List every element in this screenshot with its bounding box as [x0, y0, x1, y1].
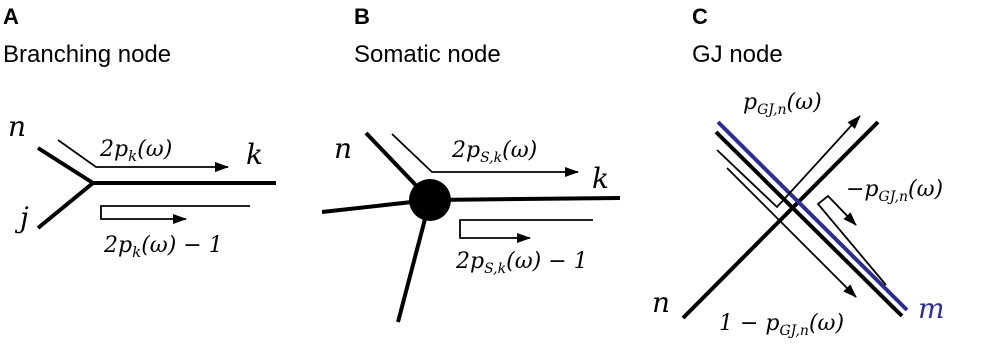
panel-a-title: Branching node: [3, 41, 171, 68]
panel-b-letter: B: [354, 4, 370, 29]
reflect-arrow: [726, 167, 857, 298]
panel-a-letter: A: [3, 4, 19, 29]
label-n: n: [652, 286, 670, 319]
right-prob-label: −pGJ,n(ω): [846, 177, 943, 205]
panel-b: B Somatic node n k 2pS,k(ω) 2pS,k(ω) − 1: [321, 4, 621, 323]
label-k: k: [592, 162, 609, 195]
branch-k: [429, 196, 621, 202]
panel-a: A Branching node n j k 2pk(ω) 2pk(ω) − 1: [3, 4, 276, 261]
bottom-prob-label: 1 − pGJ,n(ω): [719, 311, 844, 339]
upper-prob-label: 2pS,k(ω): [451, 138, 537, 166]
lower-flow-arrow: [459, 219, 593, 243]
upper-flow-arrow: [391, 133, 579, 177]
panel-c-letter: C: [692, 4, 708, 29]
upper-prob-label: 2pk(ω): [99, 137, 172, 165]
label-m: m: [918, 292, 945, 325]
gj-branch-m: [716, 120, 909, 312]
lower-flow-arrow: [100, 205, 250, 224]
panel-b-title: Somatic node: [354, 41, 501, 68]
label-k: k: [246, 138, 263, 171]
top-prob-label: pGJ,n(ω): [743, 90, 822, 118]
label-n: n: [8, 110, 26, 143]
lower-prob-label: 2pS,k(ω) − 1: [455, 249, 588, 277]
lower-prob-label: 2pk(ω) − 1: [103, 233, 223, 261]
label-n: n: [334, 132, 352, 165]
branch-j: [36, 181, 95, 230]
label-j: j: [14, 201, 29, 234]
branch-n: [36, 146, 95, 185]
transmit-arrow: [716, 115, 861, 209]
upper-flow-arrow: [57, 139, 229, 172]
gj-arrow: [816, 194, 887, 286]
fibre-n: [681, 120, 880, 320]
panel-c-title: GJ node: [692, 41, 783, 68]
branch-down: [396, 199, 432, 323]
panel-c: C GJ node n m pGJ,n(ω) −pGJ,n(ω) 1 − pGJ…: [652, 4, 945, 339]
fibre-black: [714, 130, 904, 318]
soma: [409, 179, 451, 221]
